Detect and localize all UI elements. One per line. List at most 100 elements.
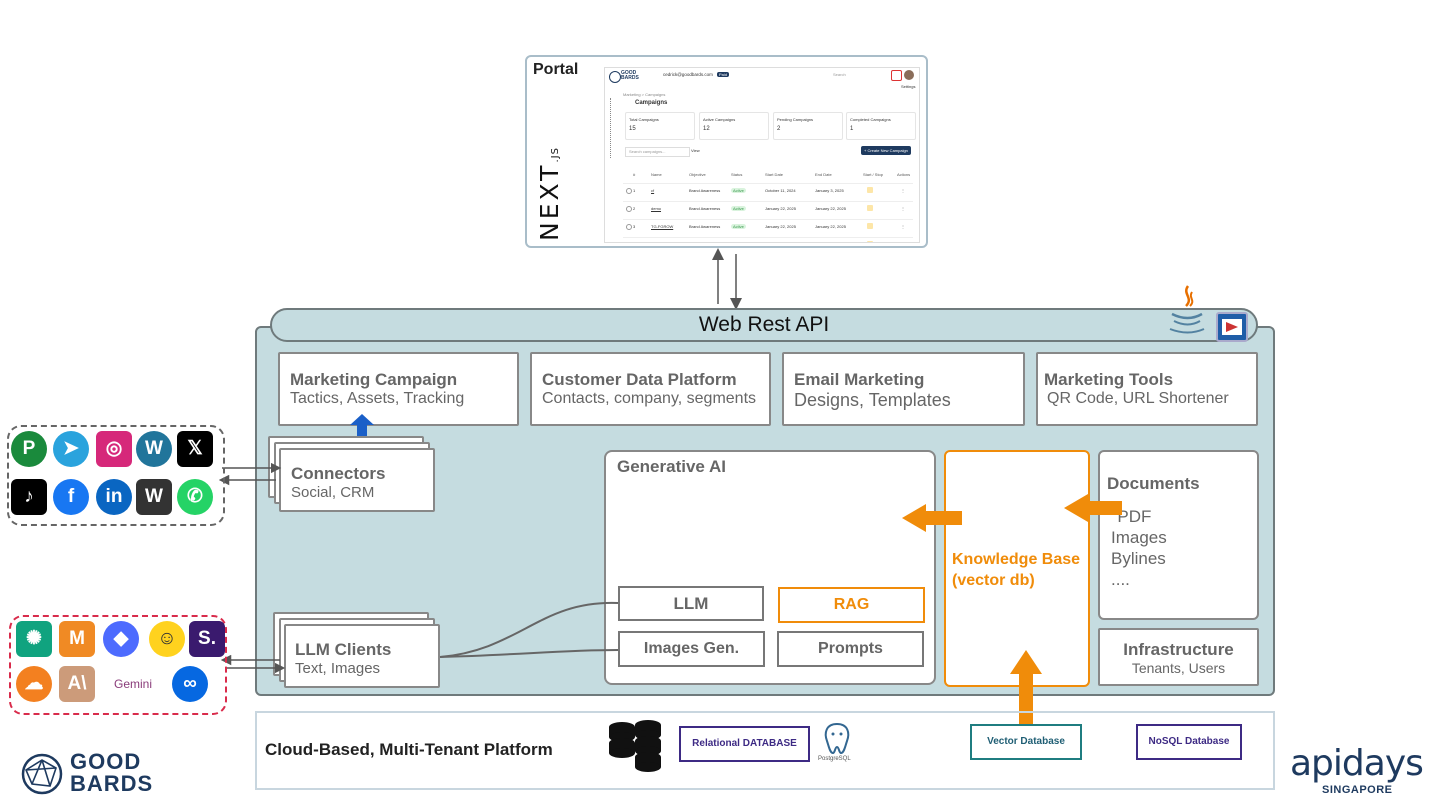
- mini-stat-label: Active Campaigns: [703, 117, 736, 122]
- rag-box[interactable]: RAG: [778, 587, 925, 623]
- wordpress-icon: W: [136, 431, 172, 467]
- marketing-campaign-box[interactable]: Marketing Campaign Tactics, Assets, Trac…: [278, 352, 519, 426]
- blue-up-arrow: [350, 414, 374, 437]
- mini-table-cell: January 22, 2025: [765, 206, 796, 211]
- x-icon: 𝕏: [177, 431, 213, 467]
- email-marketing-subtitle: Designs, Templates: [794, 390, 951, 410]
- generative-ai-title: Generative AI: [617, 457, 726, 476]
- mini-table-row[interactable]: [623, 237, 913, 238]
- nosql-database-box[interactable]: NoSQL Database: [1136, 724, 1242, 760]
- mini-email: cedrick@goodbards.com: [663, 72, 713, 77]
- mini-table-header: Start Date: [765, 172, 784, 177]
- llm-clients-title: LLM Clients: [295, 640, 392, 659]
- huggingface-icon: ☺: [149, 621, 185, 657]
- mini-table-cell: 3: [633, 224, 636, 229]
- tiktok-icon: ♪: [11, 479, 47, 515]
- mini-table-header: Objective: [689, 172, 706, 177]
- documents-title: Documents: [1107, 474, 1200, 493]
- relational-database-box[interactable]: Relational DATABASE: [679, 726, 810, 762]
- prompts-box[interactable]: Prompts: [777, 631, 924, 667]
- llm-clients-box[interactable]: LLM Clients Text, Images: [284, 624, 440, 688]
- portal-screenshot: GOOD BARDS cedrick@goodbards.com Paid Se…: [604, 67, 920, 243]
- mini-table-cell: cf: [651, 188, 655, 193]
- goodbards-word-bards: BARDS: [70, 771, 154, 796]
- email-marketing-box[interactable]: Email Marketing Designs, Templates: [782, 352, 1025, 426]
- apidays-logo: apidays: [1290, 743, 1424, 784]
- images-gen-box[interactable]: Images Gen.: [618, 631, 765, 667]
- cdp-subtitle: Contacts, company, segments: [542, 390, 757, 407]
- mini-stat-value: 12: [703, 126, 710, 132]
- infrastructure-title: Infrastructure: [1123, 640, 1234, 659]
- orange-arrow-to-kb: [1064, 494, 1122, 522]
- mini-actions-icon[interactable]: ⋮: [901, 206, 905, 211]
- mini-row-checkbox[interactable]: [626, 224, 632, 230]
- mini-table-cell: Brand Awareness: [689, 188, 721, 193]
- wordpress-dark-icon: W: [136, 479, 172, 515]
- knowledge-base-title: Knowledge Base: [952, 551, 1081, 568]
- marketing-tools-subtitle: QR Code, URL Shortener: [1047, 390, 1229, 407]
- llm-box[interactable]: LLM: [618, 586, 764, 621]
- mini-row-checkbox[interactable]: [626, 206, 632, 212]
- customer-data-platform-box[interactable]: Customer Data Platform Contacts, company…: [530, 352, 771, 426]
- gemini-icon: Gemini: [106, 666, 160, 702]
- connectors-title: Connectors: [291, 464, 386, 483]
- mini-row-checkbox[interactable]: [626, 188, 632, 194]
- mini-search-campaigns[interactable]: Search campaigns...: [625, 147, 690, 157]
- infrastructure-box[interactable]: Infrastructure Tenants, Users: [1098, 628, 1259, 686]
- mini-view[interactable]: View: [691, 148, 700, 153]
- infrastructure-subtitle: Tenants, Users: [1131, 660, 1226, 676]
- mini-table-header: Status: [731, 172, 743, 177]
- marketing-campaign-title: Marketing Campaign: [290, 370, 458, 389]
- mini-settings[interactable]: Settings: [901, 84, 916, 89]
- mini-start-stop-toggle[interactable]: [867, 223, 873, 229]
- cloud-platform-label: Cloud-Based, Multi-Tenant Platform: [265, 740, 553, 759]
- cdp-title: Customer Data Platform: [542, 370, 737, 389]
- mini-start-stop-toggle[interactable]: [867, 187, 873, 193]
- bell-icon[interactable]: [891, 70, 902, 81]
- vector-database-box[interactable]: Vector Database: [970, 724, 1082, 760]
- mini-table-header: End Date: [815, 172, 832, 177]
- instagram-icon: ◎: [96, 431, 132, 467]
- connectors-box[interactable]: Connectors Social, CRM: [279, 448, 435, 512]
- portal-panel: Portal NEXT.JS GOOD BARDS cedrick@goodba…: [525, 55, 928, 248]
- email-marketing-title: Email Marketing: [794, 370, 925, 389]
- portal-api-arrows: [712, 248, 742, 310]
- apidays-subtitle: SINGAPORE: [1322, 784, 1393, 796]
- orange-arrow-to-genai: [902, 504, 962, 532]
- mini-table-cell: 1: [633, 188, 636, 193]
- mini-search[interactable]: Search: [833, 72, 846, 77]
- documents-item: ....: [1111, 570, 1130, 589]
- facebook-icon: f: [53, 479, 89, 515]
- mini-table-cell: TG-FGROW: [651, 224, 674, 229]
- mini-table-row[interactable]: [623, 219, 913, 220]
- mini-status-pill: Active: [731, 188, 746, 193]
- mini-heading: Campaigns: [635, 100, 668, 106]
- cloudflare-icon: ☁: [16, 666, 52, 702]
- mini-actions-icon[interactable]: ⋮: [901, 188, 905, 193]
- whatsapp-icon: ✆: [177, 479, 213, 515]
- knowledge-base-box[interactable]: Knowledge Base (vector db): [944, 450, 1090, 687]
- postgresql-caption: PostgreSQL: [818, 756, 851, 762]
- mini-table-row[interactable]: [623, 183, 913, 184]
- knowledge-base-subtitle: (vector db): [952, 572, 1035, 589]
- linkedin-icon: in: [96, 479, 132, 515]
- telegram-icon: ➤: [53, 431, 89, 467]
- mini-start-stop-toggle[interactable]: [867, 205, 873, 211]
- mini-email-badge: Paid: [717, 72, 730, 77]
- mini-start-stop-toggle[interactable]: [867, 241, 873, 242]
- mini-table-cell: January 22, 2025: [815, 224, 846, 229]
- marketing-tools-box[interactable]: Marketing Tools QR Code, URL Shortener: [1036, 352, 1258, 426]
- goodbards-mini-icon: [609, 71, 621, 83]
- spring-gateway-icon: [1216, 312, 1248, 342]
- orange-arrow-up-from-vector-db: [1010, 650, 1042, 728]
- mini-brand: GOOD BARDS: [621, 70, 639, 81]
- chatgpt-icon: ✺: [16, 621, 52, 657]
- mini-actions-icon[interactable]: ⋮: [901, 224, 905, 229]
- mini-breadcrumb: Marketing > Campaigns: [623, 92, 666, 97]
- mini-stat-label: Completed Campaigns: [850, 117, 891, 122]
- avatar[interactable]: [904, 70, 914, 80]
- mini-table-row[interactable]: [623, 201, 913, 202]
- mini-create-button[interactable]: + Create New Campaign: [861, 146, 911, 155]
- goodbards-logo-icon: [21, 753, 63, 795]
